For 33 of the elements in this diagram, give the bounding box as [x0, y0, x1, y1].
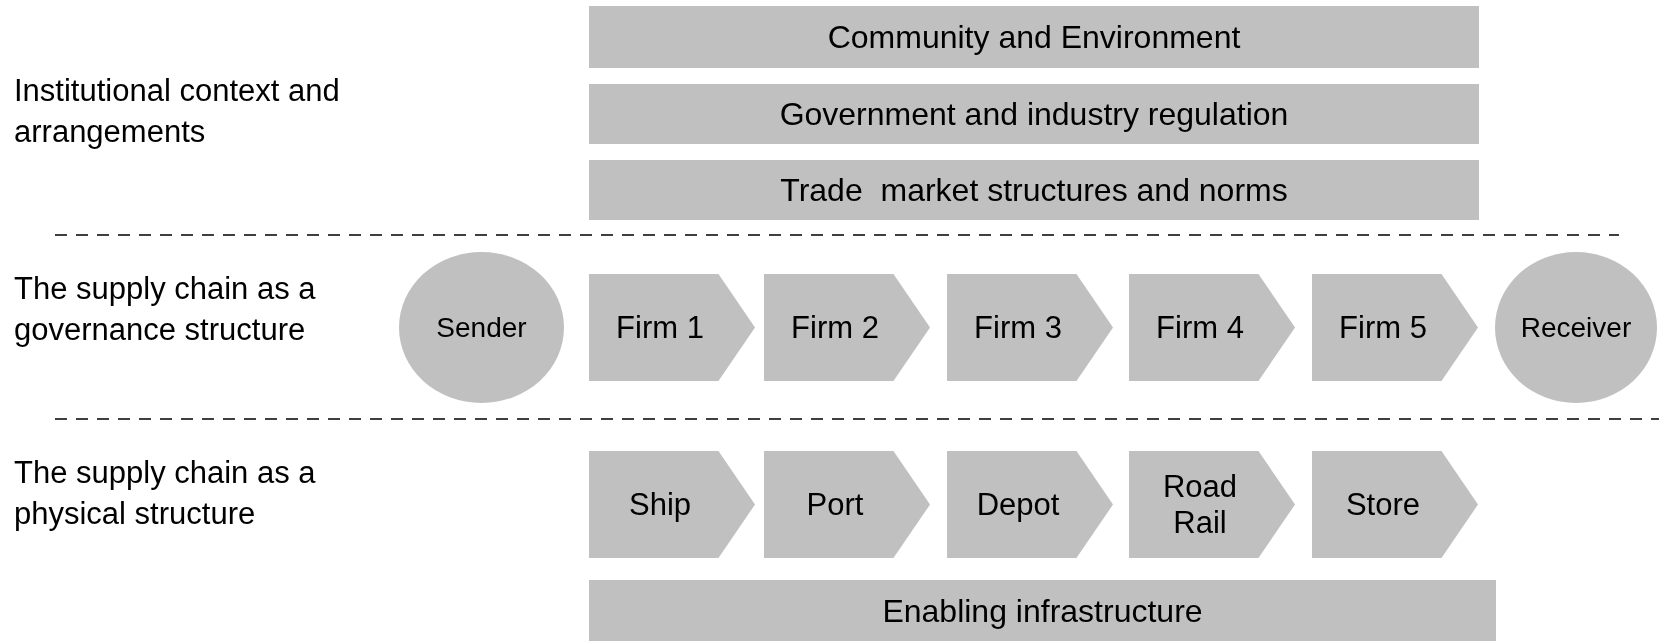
node-text: Receiver — [1520, 310, 1632, 345]
node-text: Firm 2 — [791, 309, 879, 346]
chevron-step — [589, 274, 755, 381]
node-text: Port — [806, 486, 864, 523]
chevron-step — [1312, 451, 1478, 558]
node-text: Firm 4 — [1156, 309, 1244, 346]
node-text: Firm 5 — [1339, 309, 1427, 346]
chevron-step — [764, 451, 930, 558]
node-text: Sender — [436, 310, 527, 345]
chevron-step — [1129, 274, 1295, 381]
row-label: The supply chain as a physical structure — [14, 454, 317, 533]
context-bar — [589, 84, 1479, 144]
node-text: Firm 3 — [974, 309, 1062, 346]
chevron-step — [947, 451, 1113, 558]
chevron-step — [947, 274, 1113, 381]
context-bar — [589, 6, 1479, 68]
node-text: Trade market structures and norms — [780, 171, 1288, 210]
node-text: Ship — [628, 486, 691, 523]
context-bar — [589, 580, 1496, 641]
chevron-step — [589, 451, 755, 558]
node-text: Community and Environment — [827, 18, 1241, 57]
context-bar — [589, 160, 1479, 220]
node-text: Store — [1345, 486, 1421, 523]
node-text: Depot — [976, 486, 1060, 523]
row-label: Institutional context and arrangements — [14, 72, 341, 151]
chevron-step — [1312, 274, 1478, 381]
chevron-step — [1129, 451, 1295, 558]
node-text: Enabling infrastructure — [882, 591, 1203, 631]
chevron-step — [764, 274, 930, 381]
row-label: The supply chain as a governance structure — [14, 270, 317, 349]
node-text: Firm 1 — [616, 309, 704, 346]
node-text: Road Rail — [1161, 468, 1239, 541]
node-text: Government and industry regulation — [779, 95, 1289, 134]
